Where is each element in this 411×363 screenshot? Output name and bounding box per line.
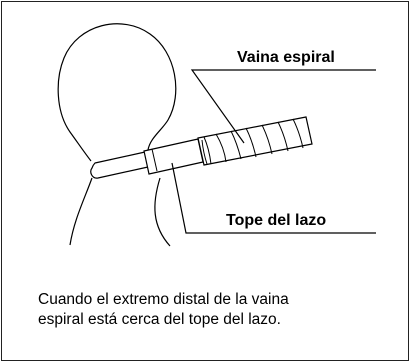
snare-loop-lower-right (154, 177, 171, 247)
snare-loop (57, 23, 177, 162)
caption: Cuando el extremo distal de la vaina esp… (38, 290, 398, 330)
spiral-coils (201, 118, 304, 165)
spiral-sheath (197, 116, 313, 166)
caption-line-2: espiral está cerca del tope del lazo. (38, 311, 281, 328)
spiral-sheath-label: Vaina espiral (237, 49, 335, 66)
loop-stopper-label: Tope del lazo (226, 212, 326, 229)
spiral-sheath-leader (190, 69, 376, 144)
snare-loop-lower-left (69, 177, 93, 246)
caption-line-1: Cuando el extremo distal de la vaina (38, 291, 289, 308)
loop-stopper-leader (171, 162, 376, 234)
inner-wire (90, 151, 149, 179)
loop-stopper-band (151, 148, 158, 172)
